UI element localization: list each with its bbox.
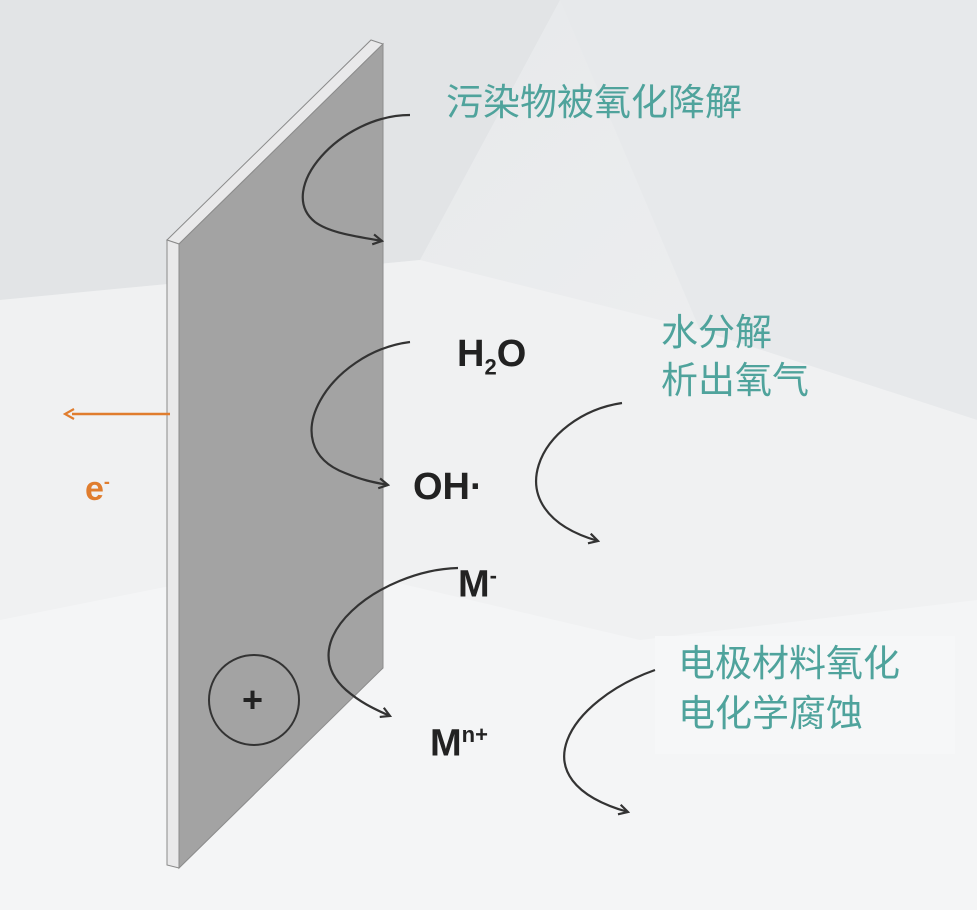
h2o-main: H (457, 333, 485, 375)
corrosion-curve-arrow (563, 668, 656, 812)
water-oxidation-curve-arrow (310, 340, 411, 485)
plate-left-edge (166, 239, 180, 869)
pollutant-curve-arrow (301, 113, 411, 241)
h2o-subscript: 2 (484, 354, 497, 380)
electron-symbol: e (85, 470, 104, 508)
species-oh-radical: OH· (413, 466, 483, 508)
electron-label: e- (85, 470, 110, 509)
label-electrochemical-corrosion: 电化学腐蚀 (678, 692, 863, 735)
mn-superscript: n+ (461, 722, 488, 747)
label-pollutant-degradation: 污染物被氧化降解 (446, 81, 742, 124)
species-h2o: H2O (457, 333, 526, 381)
metal-oxidation-curve-arrow (327, 566, 459, 716)
background-facet (560, 0, 977, 420)
mn-main: M (430, 722, 462, 765)
anode-sign-circle (208, 654, 300, 746)
label-water-split-line1: 水分解 (661, 311, 772, 354)
m-superscript: - (489, 563, 497, 588)
oxygen-evolution-curve-arrow (535, 401, 623, 541)
label-electrode-oxidation: 电极材料氧化 (678, 642, 900, 685)
label-water-split-line2: 析出氧气 (661, 359, 809, 402)
species-mn-plus: Mn+ (430, 722, 488, 766)
h2o-tail: O (496, 333, 527, 375)
label-backdrop (655, 636, 955, 754)
anode-sign: + (242, 679, 264, 720)
electron-charge: - (103, 471, 110, 492)
species-m: M- (458, 563, 497, 607)
m-main: M (458, 563, 490, 606)
